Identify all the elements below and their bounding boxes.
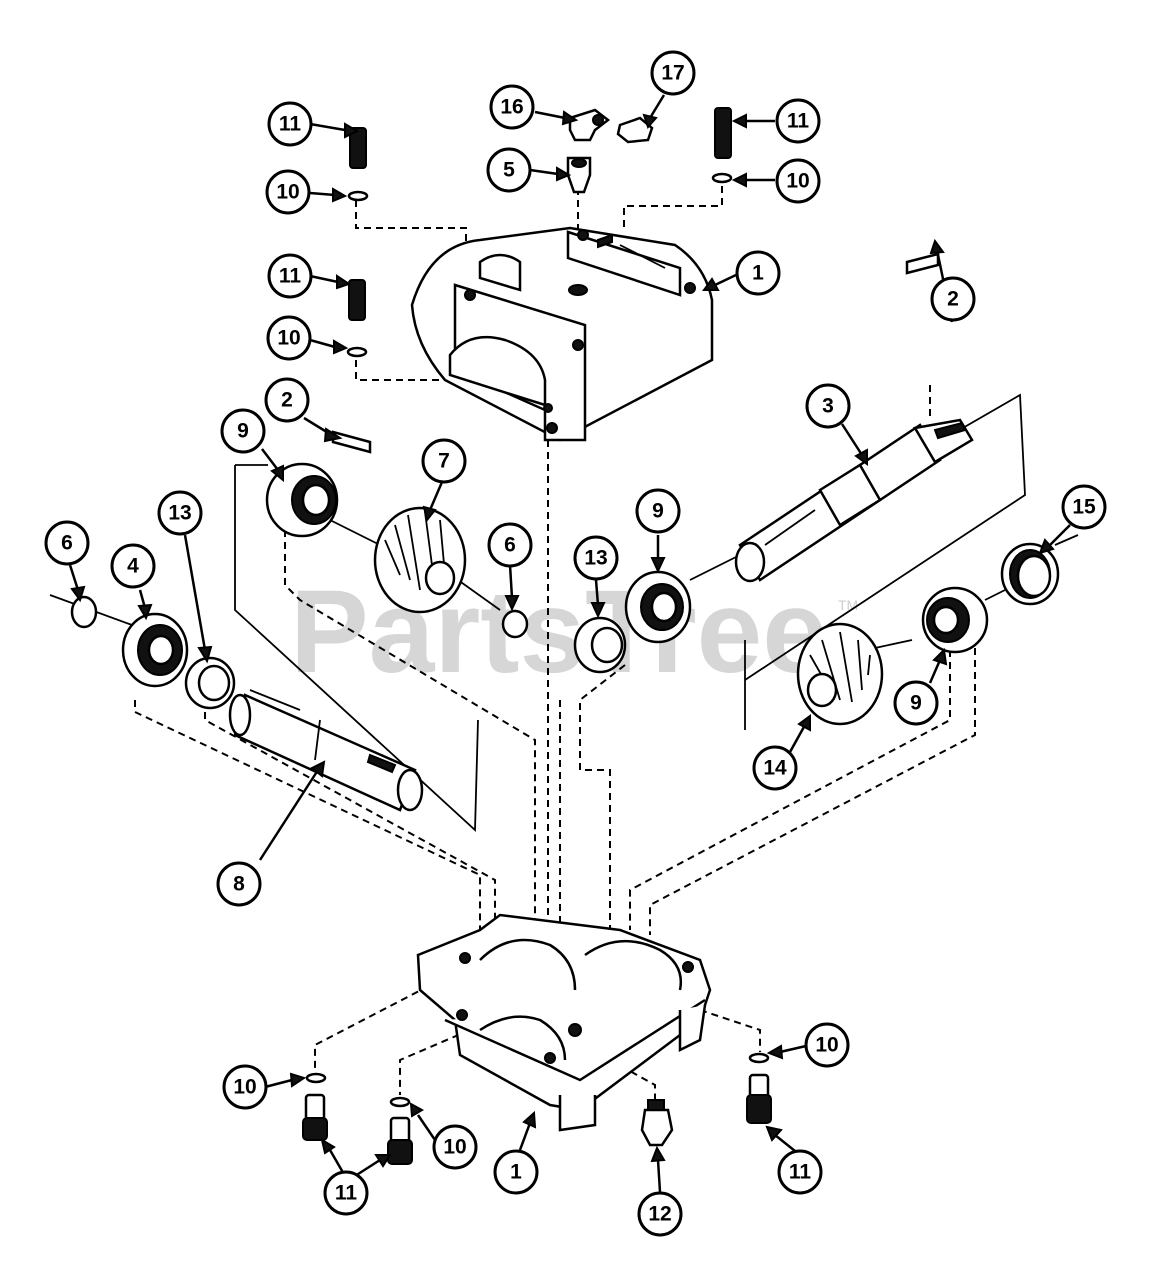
callout-7[interactable]: 7 bbox=[421, 438, 467, 484]
svg-text:10: 10 bbox=[233, 1076, 256, 1099]
bearing-9-right bbox=[921, 586, 989, 654]
svg-text:3: 3 bbox=[822, 395, 834, 418]
callout-2[interactable]: 2 bbox=[264, 377, 310, 423]
callout-2[interactable]: 2 bbox=[930, 276, 976, 322]
gear-14 bbox=[796, 622, 884, 726]
callout-10[interactable]: 10 bbox=[266, 315, 312, 361]
svg-text:13: 13 bbox=[584, 547, 607, 570]
upper-fittings bbox=[346, 107, 733, 358]
seal-15 bbox=[1000, 542, 1060, 606]
svg-text:11: 11 bbox=[279, 113, 302, 136]
callout-8[interactable]: 8 bbox=[216, 861, 262, 907]
svg-text:1: 1 bbox=[752, 262, 764, 285]
svg-text:7: 7 bbox=[438, 450, 450, 473]
seal-13-left bbox=[184, 656, 236, 710]
watermark-trademark: TM bbox=[838, 597, 858, 613]
seal-13-center bbox=[573, 616, 627, 674]
svg-text:9: 9 bbox=[652, 500, 664, 523]
bearing-9-upper-left bbox=[265, 462, 339, 538]
callout-11[interactable]: 11 bbox=[267, 253, 313, 299]
svg-text:15: 15 bbox=[1072, 496, 1096, 519]
svg-text:17: 17 bbox=[661, 62, 684, 85]
callout-9[interactable]: 9 bbox=[893, 680, 939, 726]
svg-text:6: 6 bbox=[61, 532, 73, 555]
callout-10[interactable]: 10 bbox=[804, 1022, 850, 1068]
svg-text:2: 2 bbox=[947, 288, 959, 311]
svg-text:11: 11 bbox=[335, 1182, 358, 1205]
svg-text:12: 12 bbox=[648, 1203, 671, 1226]
svg-text:10: 10 bbox=[277, 327, 300, 350]
svg-text:5: 5 bbox=[503, 159, 515, 182]
svg-text:9: 9 bbox=[237, 420, 249, 443]
callout-9[interactable]: 9 bbox=[220, 408, 266, 454]
callout-13[interactable]: 13 bbox=[157, 490, 203, 536]
svg-text:13: 13 bbox=[168, 502, 191, 525]
svg-text:11: 11 bbox=[789, 1161, 812, 1184]
svg-text:14: 14 bbox=[763, 757, 787, 780]
callout-11[interactable]: 11 bbox=[777, 1149, 823, 1195]
lower-housing bbox=[416, 913, 712, 1132]
callout-3[interactable]: 3 bbox=[805, 383, 851, 429]
callout-10[interactable]: 10 bbox=[775, 158, 821, 204]
callout-11[interactable]: 11 bbox=[267, 101, 313, 147]
bearing-9-center bbox=[624, 570, 692, 644]
shaft-8 bbox=[228, 689, 424, 812]
svg-text:10: 10 bbox=[815, 1034, 838, 1057]
svg-text:11: 11 bbox=[279, 265, 302, 288]
svg-text:10: 10 bbox=[786, 170, 809, 193]
callout-1[interactable]: 1 bbox=[735, 250, 781, 296]
bearing-4 bbox=[121, 612, 189, 688]
upper-housing bbox=[410, 226, 714, 442]
callout-5[interactable]: 5 bbox=[486, 147, 532, 193]
callout-4[interactable]: 4 bbox=[110, 543, 156, 589]
gear-7 bbox=[373, 506, 467, 614]
callout-10[interactable]: 10 bbox=[265, 169, 311, 215]
callout-12[interactable]: 12 bbox=[637, 1191, 683, 1237]
keys bbox=[331, 252, 940, 454]
svg-text:9: 9 bbox=[910, 692, 922, 715]
callout-6[interactable]: 6 bbox=[487, 522, 533, 568]
lower-fasteners bbox=[302, 1052, 772, 1165]
leader-lines bbox=[68, 94, 1071, 1193]
svg-text:4: 4 bbox=[127, 555, 139, 578]
callout-9[interactable]: 9 bbox=[635, 488, 681, 534]
snap-rings bbox=[70, 595, 529, 639]
callout-10[interactable]: 10 bbox=[432, 1124, 478, 1170]
callout-11[interactable]: 11 bbox=[775, 98, 821, 144]
callout-10[interactable]: 10 bbox=[222, 1064, 268, 1110]
callout-1[interactable]: 1 bbox=[493, 1149, 539, 1195]
svg-text:10: 10 bbox=[443, 1136, 466, 1159]
watermark-text: PartsTree bbox=[290, 566, 828, 698]
svg-text:16: 16 bbox=[500, 96, 523, 119]
callout-14[interactable]: 14 bbox=[752, 745, 798, 791]
svg-text:2: 2 bbox=[281, 389, 293, 412]
callout-6[interactable]: 6 bbox=[44, 520, 90, 566]
shaft-3 bbox=[734, 418, 974, 583]
callout-17[interactable]: 17 bbox=[650, 50, 696, 96]
svg-text:6: 6 bbox=[504, 534, 516, 557]
callout-16[interactable]: 16 bbox=[489, 84, 535, 130]
svg-text:10: 10 bbox=[276, 181, 299, 204]
svg-text:1: 1 bbox=[510, 1161, 522, 1184]
svg-text:11: 11 bbox=[787, 110, 810, 133]
svg-text:8: 8 bbox=[233, 873, 245, 896]
callout-11[interactable]: 11 bbox=[323, 1170, 369, 1216]
callout-13[interactable]: 13 bbox=[573, 535, 619, 581]
callout-15[interactable]: 15 bbox=[1061, 484, 1107, 530]
